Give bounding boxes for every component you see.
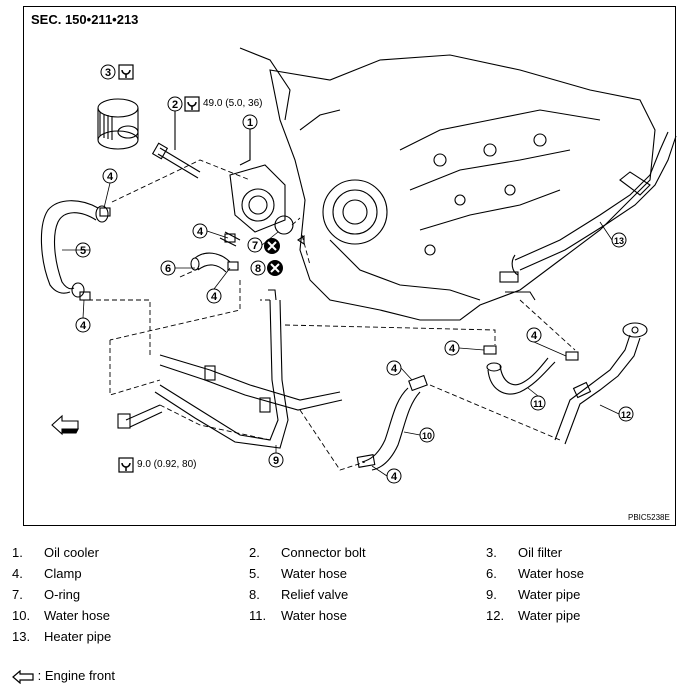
svg-text:8: 8 <box>255 263 261 275</box>
svg-text:5: 5 <box>80 245 86 257</box>
engine-front-note: : Engine front <box>12 668 115 684</box>
diagram-frame <box>23 6 676 526</box>
callout-4c: 4 <box>192 223 208 239</box>
water-pipe-12-illustration <box>554 322 648 445</box>
engine-front-arrow-icon <box>12 669 34 684</box>
callout-4g: 4 <box>386 360 402 376</box>
svg-text:4: 4 <box>107 171 114 183</box>
svg-text:3: 3 <box>105 67 111 79</box>
svg-text:2: 2 <box>172 99 178 111</box>
oil-cooler-illustration <box>219 125 305 247</box>
engine-front-arrow-icon <box>51 414 79 436</box>
torque-spec-connector-bolt: 49.0 (5.0, 36) <box>203 98 263 109</box>
callout-7: 7 <box>247 237 263 253</box>
bottom-bolt-illustration <box>117 404 163 429</box>
callout-12: 12 <box>618 406 634 422</box>
do-not-reuse-icon <box>264 238 280 254</box>
svg-text:4: 4 <box>197 226 204 238</box>
water-hose-5-illustration <box>40 200 109 298</box>
callout-8: 8 <box>250 260 266 276</box>
svg-text:4: 4 <box>449 343 456 355</box>
svg-text:10: 10 <box>422 431 432 441</box>
figure-code: PBIC5238E <box>628 513 670 522</box>
water-pipe-9-illustration <box>154 289 343 449</box>
torque-spec-bottom-bolt: 9.0 (0.92, 80) <box>137 459 197 470</box>
heater-pipe-13-illustration <box>499 131 677 301</box>
torque-wrench-icon <box>118 64 134 80</box>
callout-4h: 4 <box>386 468 402 484</box>
connector-bolt-illustration <box>151 110 201 179</box>
callout-1: 1 <box>242 114 258 130</box>
svg-text:1: 1 <box>247 117 253 129</box>
callout-11: 11 <box>530 395 546 411</box>
callout-9: 9 <box>268 452 284 468</box>
callout-6: 6 <box>160 260 176 276</box>
svg-text:6: 6 <box>165 263 171 275</box>
callout-4d: 4 <box>206 288 222 304</box>
torque-wrench-icon <box>184 96 200 112</box>
oil-filter-illustration <box>97 98 139 150</box>
do-not-reuse-icon <box>267 260 283 276</box>
svg-text:4: 4 <box>391 363 398 375</box>
water-hose-11-illustration <box>486 357 556 395</box>
svg-text:4: 4 <box>531 330 538 342</box>
svg-text:4: 4 <box>391 471 398 483</box>
callout-4f: 4 <box>526 327 542 343</box>
section-title: SEC. 150•211•213 <box>31 12 139 27</box>
svg-text:4: 4 <box>80 320 87 332</box>
svg-text:13: 13 <box>614 236 624 246</box>
engine-block-illustration <box>239 47 656 321</box>
callout-4b: 4 <box>75 317 91 333</box>
svg-text:4: 4 <box>211 291 218 303</box>
svg-text:11: 11 <box>533 399 543 409</box>
exploded-view-diagram: 3 2 1 4 5 4 4 6 4 7 8 9 4 4 4 10 4 11 12… <box>40 47 677 484</box>
water-hose-10-illustration <box>356 374 428 471</box>
callout-4a: 4 <box>102 168 118 184</box>
callout-2: 2 <box>167 96 183 112</box>
callout-13: 13 <box>611 232 627 248</box>
callout-4e: 4 <box>444 340 460 356</box>
callout-10: 10 <box>419 427 435 443</box>
svg-text:7: 7 <box>252 240 258 252</box>
callout-3: 3 <box>100 64 116 80</box>
engine-front-label: : Engine front <box>37 668 115 683</box>
svg-text:12: 12 <box>621 410 631 420</box>
svg-text:9: 9 <box>273 455 279 467</box>
torque-wrench-icon <box>118 457 134 473</box>
